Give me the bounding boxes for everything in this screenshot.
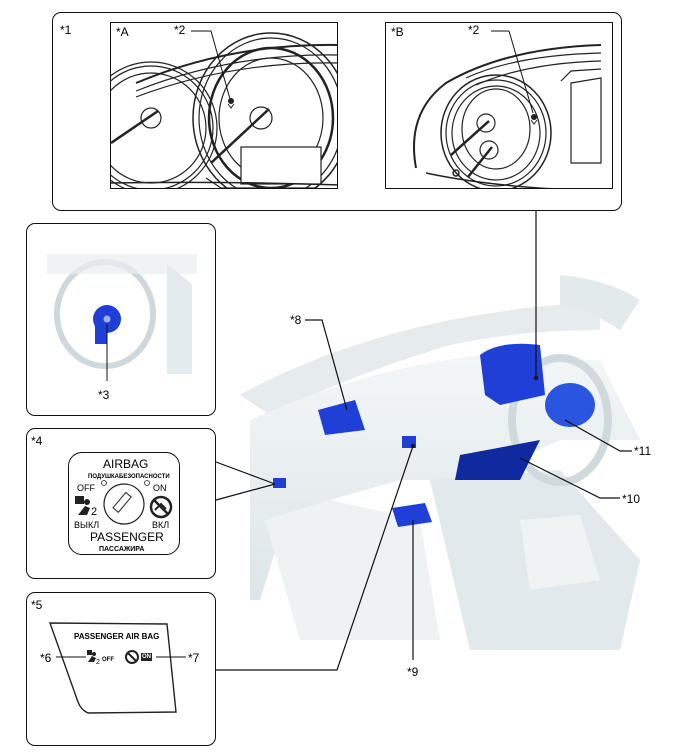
airbag-warning-light-icon-b (530, 114, 538, 125)
leader-4-upper (215, 461, 276, 485)
a-pillar (560, 275, 640, 330)
airbag-off-icon (75, 496, 90, 515)
switch-off-ru-label: ВЫКЛ (74, 520, 100, 530)
meter-view-b (385, 22, 613, 189)
console-box (520, 515, 600, 590)
dashboard-top (240, 304, 600, 415)
callout-7: *7 (188, 651, 200, 665)
footwell (265, 500, 440, 640)
callout-5: *5 (31, 598, 43, 612)
switch-title-ru: ПОДУШКАБЕЗОПАСНОСТИ (88, 474, 170, 480)
indicator-leaders (56, 656, 186, 658)
indicator-title: PASSENGER AIR BAG (74, 632, 160, 641)
leader-5 (216, 445, 414, 671)
callout-11: *11 (634, 444, 652, 458)
indicator-off-label: OFF (102, 657, 114, 663)
leader-11 (564, 419, 632, 452)
callout-1: *1 (60, 23, 72, 37)
callout-10: *10 (622, 492, 641, 506)
callout-6: *6 (40, 651, 52, 665)
passenger-airbag-off-icon (87, 650, 96, 662)
callout-8: *8 (290, 313, 302, 327)
airbag-cutoff-switch-part (273, 478, 286, 488)
indicator-bezel (49, 622, 177, 714)
leader-8 (305, 319, 348, 411)
key-cylinder (101, 480, 150, 525)
spiral-cable-part-main (455, 440, 540, 480)
seat-number-switch: 2 (91, 506, 98, 518)
callout-b: *B (391, 25, 404, 39)
switch-on-ru-label: ВКЛ (152, 520, 170, 530)
callout-a: *A (116, 25, 129, 39)
center-airbag-sensor-part (392, 503, 432, 527)
cutoff-switch-face (68, 452, 180, 555)
meter-view-a (110, 22, 338, 189)
meter-b-drawing (413, 30, 602, 188)
callout-4: *4 (31, 434, 43, 448)
meter-a-drawing (111, 30, 337, 188)
passenger-airbag-on-prohibited-icon (125, 650, 139, 664)
indicator-panel (26, 592, 216, 746)
switch-passenger-label: PASSENGER (90, 530, 164, 544)
front-passenger-airbag-part (318, 400, 365, 435)
spiral-cable-panel (26, 223, 216, 416)
steering-pad-part (545, 383, 595, 427)
indicator-on-label: ON (141, 653, 152, 661)
steering-wheel-drawing (47, 254, 197, 381)
callout-2-a: *2 (174, 23, 186, 37)
cutoff-switch-panel (26, 428, 216, 579)
callout-2-b: *2 (468, 23, 480, 37)
seat-number-indicator: 2 (96, 659, 100, 666)
switch-off-label: OFF (77, 483, 95, 493)
switch-on-label: ON (153, 483, 167, 493)
steering-wheel (508, 354, 612, 486)
combination-meter-part (480, 343, 545, 405)
leader-4-lower (215, 483, 276, 501)
callout-3: *3 (98, 388, 110, 402)
airbag-warning-light-icon-a (227, 98, 235, 109)
leader-10 (519, 457, 620, 499)
switch-title: AIRBAG (103, 457, 149, 471)
switch-passenger-ru-label: ПАССАЖИРА (99, 546, 145, 553)
callout-9: *9 (407, 665, 419, 679)
airbag-on-prohibited-icon (149, 495, 173, 519)
